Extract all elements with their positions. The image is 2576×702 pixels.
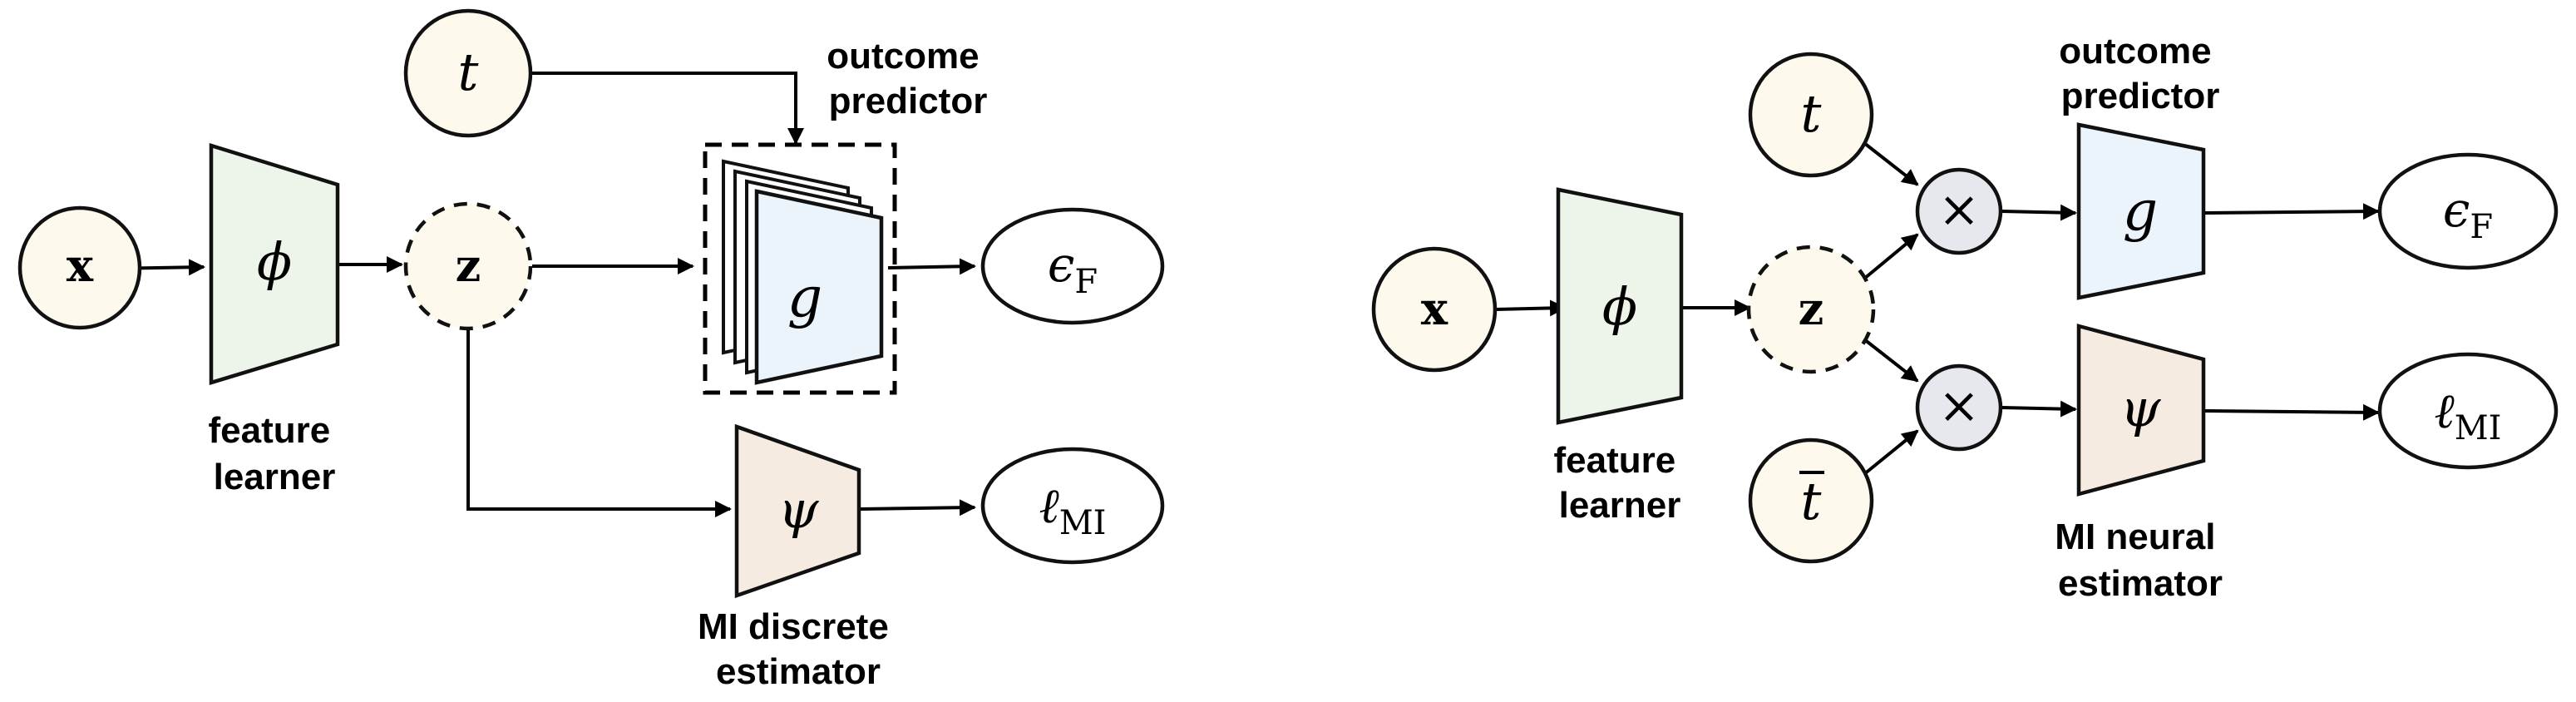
edge-r-t-times (1863, 141, 1919, 186)
left-x-circle (17, 205, 142, 330)
left-g-trapezoid (754, 189, 884, 385)
left-psi-symbol: ψ (778, 479, 820, 540)
edge-g-eps (887, 258, 976, 275)
edge-r-z-times-bottom (1863, 338, 1919, 383)
right-times-bottom-node: × (1915, 363, 2003, 452)
right-outcome-predictor-label: outcome predictor (2059, 31, 2222, 116)
left-t-node: t (403, 8, 533, 138)
edge-r-z-times-top (1863, 233, 1919, 280)
edge-psi-lmi (860, 499, 976, 517)
left-feature-learner-label: feature learner (209, 410, 341, 497)
left-lmi-label: ℓMI (1039, 477, 1107, 542)
left-phi-symbol: ϕ (257, 231, 292, 292)
left-eps-label: ϵF (1048, 236, 1098, 301)
edge-r-g-eps (2204, 203, 2380, 220)
left-diagram: x ϕ feature learner z t g (17, 8, 1165, 692)
right-z-symbol: z (1799, 282, 1824, 335)
right-z-circle (1746, 245, 1876, 374)
right-times-top-symbol: × (1938, 180, 1980, 239)
right-times-bottom-symbol: × (1938, 377, 1980, 435)
left-x-symbol: x (67, 239, 94, 292)
left-psi-trapezoid (734, 423, 861, 599)
right-g-trapezoid (2076, 122, 2206, 300)
left-g-stack-box (703, 142, 897, 395)
left-g-symbol: g (787, 265, 822, 329)
right-g-block: g (2076, 122, 2206, 300)
left-mi-estimator-label: MI discrete estimator (698, 606, 899, 692)
right-feature-learner-label: feature learner (1554, 440, 1686, 526)
edge-r-tbar-times (1863, 429, 1919, 476)
right-x-node: x (1371, 246, 1498, 373)
left-eps-node: ϵF (980, 207, 1165, 325)
left-z-node: z (403, 201, 533, 331)
right-psi-block: ψ (2076, 324, 2206, 497)
left-lmi-node: ℓMI (980, 447, 1165, 565)
right-tbar-circle (1748, 438, 1874, 564)
edge-r-psi-lmi (2204, 403, 2380, 421)
right-times-top-node: × (1915, 167, 2003, 255)
left-phi-block: ϕ (209, 142, 340, 386)
right-x-symbol: x (1421, 282, 1448, 335)
right-t-circle (1748, 52, 1874, 178)
right-z-node: z (1746, 245, 1876, 374)
right-g-symbol: g (2123, 179, 2158, 243)
edge-t-g (532, 72, 804, 145)
edge-z-psi (466, 329, 732, 517)
right-tbar-node: t (1748, 438, 1874, 564)
right-phi-trapezoid (1556, 187, 1684, 425)
left-g-stack: g (722, 159, 884, 385)
right-lmi-label: ℓMI (2435, 383, 2502, 447)
right-x-circle (1371, 246, 1498, 373)
right-eps-label: ϵF (2443, 181, 2493, 246)
left-x-node: x (17, 205, 142, 330)
right-times-bottom-circle (1915, 363, 2003, 452)
left-t-circle (403, 8, 533, 138)
edge-r-times-g (2000, 204, 2077, 221)
right-tbar-symbol: t (1801, 471, 1822, 531)
left-outcome-predictor-label: outcome predictor (827, 36, 989, 121)
left-psi-block: ψ (734, 423, 861, 599)
right-eps-ellipse (2377, 152, 2559, 270)
right-phi-symbol: ϕ (1602, 276, 1637, 337)
right-phi-block: ϕ (1556, 187, 1684, 425)
edge-r-times-psi (2000, 400, 2077, 418)
right-t-node: t (1748, 52, 1874, 178)
right-psi-trapezoid (2076, 324, 2206, 497)
right-lmi-node: ℓMI (2377, 352, 2559, 470)
left-lmi-ellipse (980, 447, 1165, 565)
right-lmi-ellipse (2377, 352, 2559, 470)
left-z-circle (403, 201, 533, 331)
right-diagram: x ϕ feature learner z t t (1371, 31, 2559, 604)
left-z-symbol: z (456, 239, 481, 292)
edge-r-x-phi (1494, 299, 1567, 317)
right-psi-symbol: ψ (2120, 378, 2162, 438)
left-phi-trapezoid (209, 142, 340, 386)
left-t-symbol: t (458, 42, 479, 102)
right-t-symbol: t (1801, 83, 1822, 144)
right-times-top-circle (1915, 167, 2003, 255)
right-mi-estimator-label: MI neural estimator (2055, 517, 2225, 604)
right-eps-node: ϵF (2377, 152, 2559, 270)
left-eps-ellipse (980, 207, 1165, 325)
